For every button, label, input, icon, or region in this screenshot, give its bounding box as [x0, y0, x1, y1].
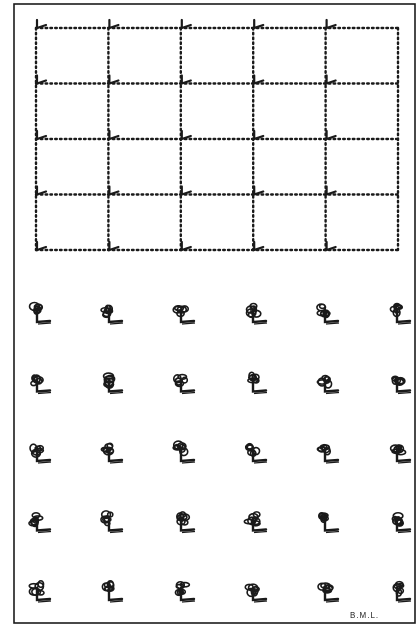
seedling — [245, 584, 267, 602]
seedling — [30, 303, 51, 324]
grid-node-mark — [37, 187, 46, 195]
grid-node-mark — [37, 20, 46, 28]
grid-node-mark — [109, 76, 118, 84]
seedling — [175, 582, 195, 602]
seedling — [101, 443, 123, 463]
seedling — [30, 444, 51, 463]
seedling — [31, 375, 51, 393]
seedling — [318, 583, 339, 602]
seedling — [102, 581, 123, 602]
grid-node-mark — [182, 242, 191, 250]
seedling — [101, 305, 123, 324]
seedling — [317, 304, 339, 324]
seedling — [101, 511, 123, 533]
top-dotted-grid — [36, 20, 398, 250]
grid-node-mark — [182, 20, 191, 28]
seedling — [177, 512, 195, 533]
grid-node-mark — [182, 187, 191, 195]
seedling — [246, 444, 267, 463]
seedling — [392, 513, 411, 533]
seedling — [248, 372, 267, 393]
grid-node-mark — [37, 131, 46, 139]
grid-node-mark — [37, 76, 46, 84]
seedling — [319, 513, 339, 533]
seedling — [390, 303, 411, 324]
grid-node-mark — [182, 131, 191, 139]
outer-border — [14, 4, 415, 623]
seedling — [317, 376, 339, 394]
seedling — [244, 512, 267, 533]
seedling — [393, 582, 411, 602]
grid-node-mark — [109, 131, 118, 139]
seedling — [317, 445, 339, 463]
seedling — [173, 306, 195, 324]
seedling — [104, 373, 123, 393]
grid-node-mark — [109, 242, 118, 250]
seedling — [247, 304, 267, 324]
seedling — [391, 445, 411, 463]
grid-node-mark — [37, 242, 46, 250]
grid-node-mark — [109, 187, 118, 195]
grid-node-mark — [109, 20, 118, 28]
seedling — [29, 513, 51, 533]
grid-node-mark — [182, 76, 191, 84]
seedling-array — [29, 303, 411, 602]
seedling — [174, 375, 195, 394]
seedling — [392, 376, 411, 393]
seedling — [29, 581, 51, 602]
seedling — [173, 441, 195, 463]
artist-signature: B.M.L. — [350, 611, 379, 620]
